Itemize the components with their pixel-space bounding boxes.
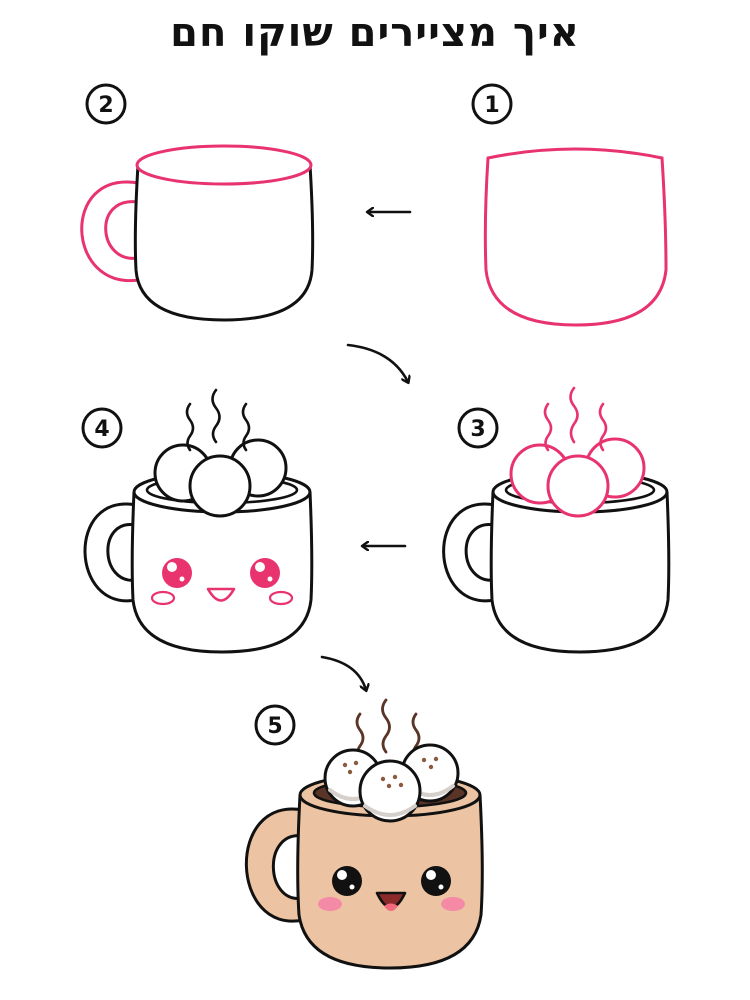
left-eye <box>162 558 192 588</box>
left-eye <box>332 866 362 896</box>
steam-icon <box>598 402 608 452</box>
right-eye <box>421 866 451 896</box>
step-badge-5: 5 <box>254 704 296 746</box>
step-number-2: 2 <box>98 93 113 118</box>
mug-rim <box>135 144 313 186</box>
mug-body <box>296 794 484 970</box>
mug-body <box>489 491 671 654</box>
right-blush <box>268 590 294 606</box>
step-badge-3: 3 <box>457 407 499 449</box>
steam-icon <box>543 402 553 452</box>
marshmallow <box>546 454 610 518</box>
page-title: איך מציירים שוקו חם <box>170 10 580 56</box>
step-number-1: 1 <box>484 93 499 118</box>
steam-icon <box>381 698 391 754</box>
step-5-drawing <box>244 698 484 970</box>
mug-handle-inner <box>104 200 139 260</box>
step-number-5: 5 <box>267 714 282 739</box>
arrow-curved-down-icon <box>320 655 366 690</box>
step-badge-1: 1 <box>471 83 513 125</box>
left-blush <box>318 897 342 911</box>
step-3-drawing <box>442 386 671 654</box>
steam-icon <box>241 402 251 452</box>
left-eye-shine-small <box>349 884 355 890</box>
left-blush <box>150 590 176 606</box>
right-eye-shine-small <box>438 884 444 890</box>
step-1-drawing <box>483 147 668 327</box>
right-blush <box>441 897 465 911</box>
sprinkles <box>342 756 439 789</box>
tongue <box>384 903 398 911</box>
step-number-3: 3 <box>470 417 485 442</box>
right-eye-shine <box>255 562 265 572</box>
left-eye-shine-small <box>179 576 185 582</box>
mug-handle <box>244 807 305 923</box>
step-badge-4: 4 <box>81 407 123 449</box>
mug-handle-inner <box>464 523 496 582</box>
mug-handle <box>442 502 496 603</box>
marshmallow <box>358 759 422 823</box>
mug-body <box>133 164 315 322</box>
mug-body-outline <box>483 147 668 327</box>
right-eye <box>250 558 280 588</box>
steam-icon <box>185 402 195 452</box>
arrow-curved-down-icon <box>346 343 408 382</box>
step-2-drawing <box>80 144 315 322</box>
step-number-4: 4 <box>94 417 109 442</box>
marshmallow <box>188 454 252 518</box>
right-eye-shine-small <box>267 576 273 582</box>
mouth <box>206 587 236 602</box>
mug-handle <box>83 502 137 603</box>
step-4-drawing <box>83 388 314 654</box>
steam-icon <box>211 388 221 444</box>
left-eye-shine <box>167 562 177 572</box>
steam-icon <box>569 386 579 444</box>
right-eye-shine <box>426 870 436 880</box>
mug-handle-inner <box>106 523 137 582</box>
left-eye-shine <box>337 870 347 880</box>
mug-handle <box>80 180 139 282</box>
marshmallow-shadow <box>363 804 417 817</box>
step-badge-2: 2 <box>85 83 127 125</box>
mug-body <box>130 491 314 654</box>
